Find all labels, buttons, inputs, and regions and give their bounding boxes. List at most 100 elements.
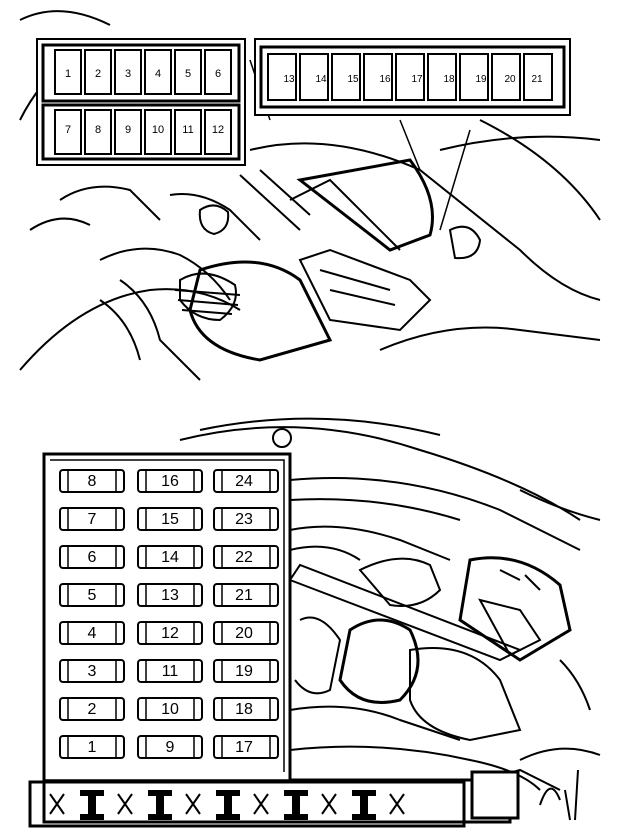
fuse-slot [137, 583, 203, 607]
fuse-slot [54, 109, 82, 155]
connector-pin-base [148, 814, 172, 820]
fuse-number: 20 [235, 625, 253, 642]
connector-pin-stem [156, 796, 164, 816]
fuse-slot [331, 53, 361, 101]
left-box-row2-slots [54, 109, 232, 155]
fuse-number: 13 [161, 587, 179, 604]
fuse-label: 15 [347, 74, 359, 85]
connector-pin-top [80, 790, 104, 796]
fuse-slot [84, 49, 112, 95]
fuse-label: 8 [95, 124, 101, 136]
fuse-label: 2 [95, 68, 101, 80]
fuse-slot [459, 53, 489, 101]
fuse-slot [427, 53, 457, 101]
fuse-number: 18 [235, 701, 253, 718]
fuse-number: 11 [162, 663, 179, 680]
fuse-number: 21 [235, 587, 253, 604]
fuse-slot [144, 109, 172, 155]
bottom-diagram: 8 7 6 5 4 3 2 1 16 15 14 13 12 11 10 9 2… [0, 410, 624, 834]
fuse-number: 23 [235, 511, 253, 528]
fuse-slot [59, 659, 125, 683]
fuse-slot [523, 53, 553, 101]
fuse-number: 4 [88, 625, 97, 642]
fuse-number: 6 [88, 549, 97, 566]
fuse-label: 11 [182, 124, 193, 136]
fuse-label: 16 [379, 74, 391, 85]
fuse-slot [174, 109, 202, 155]
connector-pin-base [80, 814, 104, 820]
fuse-slot [137, 735, 203, 759]
fuse-number: 3 [88, 663, 97, 680]
fuse-slot [59, 697, 125, 721]
fuse-slot [144, 49, 172, 95]
relay-square [470, 770, 520, 820]
fuse-number: 24 [235, 473, 253, 490]
fuse-slot [213, 659, 279, 683]
fuse-label: 6 [215, 68, 221, 80]
fuse-slot [213, 735, 279, 759]
fuse-slot [114, 49, 142, 95]
connector-pin-stem [292, 796, 300, 816]
fuse-number: 19 [235, 663, 253, 680]
bottom-fuse-panel [28, 452, 520, 828]
fuse-slot [491, 53, 521, 101]
fuse-label: 14 [315, 74, 327, 85]
fuse-label: 13 [283, 74, 295, 85]
connector-pin-stem [224, 796, 232, 816]
fuse-slot [363, 53, 393, 101]
fuse-slot [137, 545, 203, 569]
fuse-slot [204, 49, 232, 95]
fuse-slot [59, 735, 125, 759]
fuse-number: 5 [88, 587, 97, 604]
fuse-slot [213, 621, 279, 645]
fuse-label: 18 [443, 74, 455, 85]
fuse-number: 14 [161, 549, 179, 566]
connector-pin-top [284, 790, 308, 796]
top-engine-bay-illustration: 1 2 3 4 5 6 7 8 9 10 11 12 13 14 15 16 1… [19, 10, 601, 381]
right-box-row-slots [267, 53, 553, 101]
fuse-number: 7 [88, 511, 97, 528]
fuse-slot [213, 545, 279, 569]
fuse-number: 12 [161, 625, 179, 642]
connector-x-mark [117, 793, 133, 815]
fuse-slot [213, 507, 279, 531]
fuse-label: 10 [152, 124, 164, 136]
top-engine-linework [19, 10, 601, 381]
fuse-label: 3 [125, 68, 131, 80]
fuse-slot [137, 507, 203, 531]
fuse-label: 21 [531, 74, 543, 85]
connector-pin-base [352, 814, 376, 820]
fuse-slot [137, 621, 203, 645]
fuse-slot [213, 697, 279, 721]
connector-pin-top [352, 790, 376, 796]
fuse-slot [59, 469, 125, 493]
fuse-slot [137, 659, 203, 683]
fuse-slot [54, 49, 82, 95]
right-fuse-box [254, 38, 571, 116]
connector-pin-top [148, 790, 172, 796]
bottom-engine-linework [179, 417, 601, 821]
connector-pin-top [216, 790, 240, 796]
fuse-slot [299, 53, 329, 101]
fuse-label: 20 [504, 74, 516, 85]
fuse-slot-grid [59, 469, 279, 759]
connector-x-mark [253, 793, 269, 815]
fuse-slot [204, 109, 232, 155]
bottom-engine-bay-illustration: 8 7 6 5 4 3 2 1 16 15 14 13 12 11 10 9 2… [28, 417, 601, 828]
fuse-slot [213, 583, 279, 607]
fuse-label: 9 [125, 124, 131, 136]
fuse-label: 19 [475, 74, 487, 85]
connector-pin-stem [360, 796, 368, 816]
fuse-label: 5 [185, 68, 191, 80]
fuse-label: 7 [65, 124, 71, 136]
connector-pin-base [216, 814, 240, 820]
connector-row [49, 790, 405, 820]
left-box-row1-slots [54, 49, 232, 95]
connector-x-mark [321, 793, 337, 815]
fuse-slot [114, 109, 142, 155]
fuse-slot [395, 53, 425, 101]
fuse-slot [137, 697, 203, 721]
fuse-number: 2 [88, 701, 97, 718]
fuse-slot [213, 469, 279, 493]
connector-x-mark [389, 793, 405, 815]
